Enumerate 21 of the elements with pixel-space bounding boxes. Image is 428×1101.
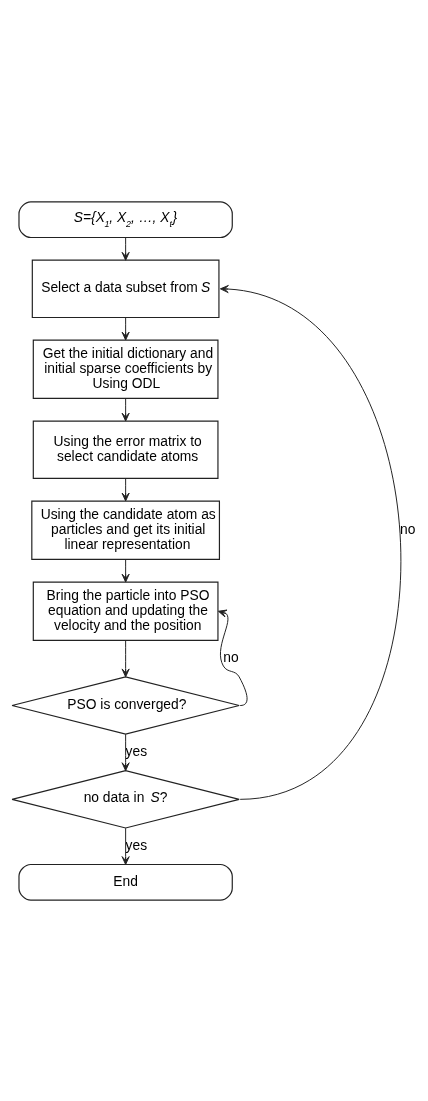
- arrow: [121, 733, 130, 771]
- node-diamond: no data in S?: [11, 769, 240, 829]
- arrow: [121, 236, 130, 261]
- node-box: Using the candidate atom as particles and get its initial linear representation: [31, 500, 220, 560]
- edge-label: no: [223, 648, 239, 665]
- node-diamond: PSO is converged?: [11, 675, 240, 735]
- node-box: Using the error matrix to select candidate atoms: [32, 420, 219, 479]
- node-box: Get the initial dictionary and initial sparse coefficients by Using ODL: [32, 339, 219, 399]
- arrow: [219, 284, 402, 800]
- arrow: [121, 477, 130, 501]
- edge-label: no: [400, 520, 416, 537]
- node-box: Select a data subset from S: [31, 259, 220, 318]
- arrow: [121, 558, 130, 583]
- arrow: [217, 609, 248, 706]
- arrow: [121, 397, 130, 422]
- arrow: [121, 827, 130, 865]
- node-box: Bring the particle into PSO equation and updating the velocity and the position: [32, 581, 219, 641]
- arrow: [121, 639, 130, 677]
- node-box: End: [18, 863, 233, 901]
- node-box: S={X$_{1}$, X$_{2}$, …, X$_{t}$}: [18, 200, 233, 238]
- arrow: [121, 316, 130, 340]
